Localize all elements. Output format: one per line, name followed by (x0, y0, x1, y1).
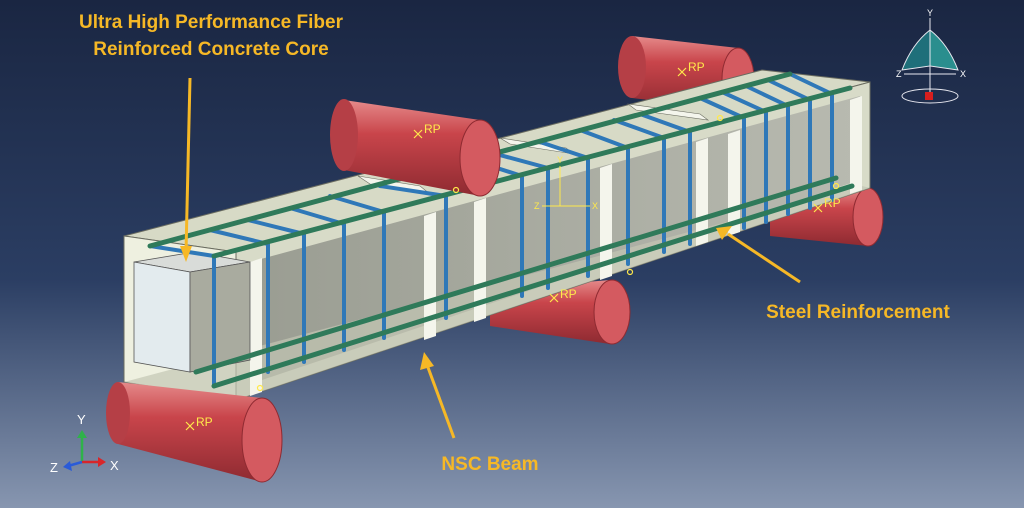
roller-bottom-left (106, 382, 283, 483)
svg-text:RP: RP (688, 60, 705, 74)
steel-reinforcement (147, 71, 855, 389)
svg-text:Z: Z (896, 69, 902, 79)
svg-text:Y: Y (77, 412, 86, 427)
svg-text:RP: RP (560, 287, 577, 301)
svg-text:RP: RP (824, 196, 841, 210)
svg-text:RP: RP (196, 415, 213, 429)
node-markers (256, 114, 840, 392)
rp-marker-bottom-left[interactable]: RP (185, 415, 213, 431)
svg-text:RP: RP (424, 122, 441, 136)
svg-text:Y: Y (557, 155, 563, 165)
nsc-label: NSC Beam (441, 454, 538, 475)
core-label-line2: Reinforced Concrete Core (93, 39, 328, 60)
annotation-nsc: NSC Beam (420, 352, 539, 475)
steel-label: Steel Reinforcement (766, 302, 950, 323)
svg-text:Y: Y (927, 8, 933, 18)
global-axis-triad: Y X Z (50, 412, 119, 475)
uhpfrc-core (133, 251, 251, 373)
svg-text:Z: Z (534, 201, 540, 211)
view-cube-triad[interactable]: Y X Z (896, 8, 966, 104)
rp-marker-top-right[interactable]: RP (677, 60, 705, 77)
core-label-line1: Ultra High Performance Fiber (79, 12, 344, 33)
svg-text:X: X (960, 69, 966, 79)
local-csys: Y X Z (534, 155, 598, 211)
svg-text:X: X (592, 201, 598, 211)
roller-top-left (330, 99, 501, 197)
svg-text:X: X (110, 458, 119, 473)
rp-marker-top-left[interactable]: RP (413, 122, 441, 139)
annotation-core: Ultra High Performance Fiber Reinforced … (79, 12, 344, 262)
rp-marker-back-right[interactable]: RP (813, 196, 841, 213)
annotation-steel: Steel Reinforcement (716, 226, 951, 323)
svg-text:Z: Z (50, 460, 58, 475)
rp-marker-bottom-middle[interactable]: RP (549, 287, 577, 303)
